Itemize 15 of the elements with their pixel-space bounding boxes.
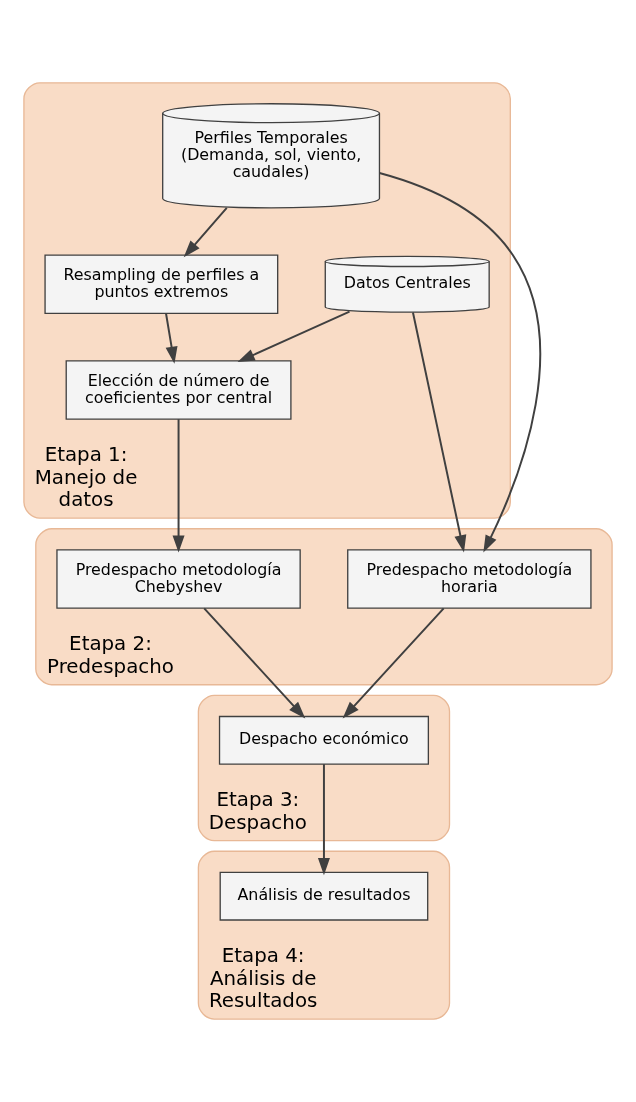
arrow	[183, 206, 228, 258]
node-box: Elección de número de coeficientes por central	[65, 360, 292, 420]
node-box: Predespacho metodología horaria	[347, 549, 592, 609]
arrow	[237, 310, 351, 363]
arrow	[172, 418, 185, 553]
node-box: Despacho económico	[218, 715, 430, 765]
arrow	[411, 311, 467, 553]
arrow	[378, 172, 542, 553]
arrow	[203, 607, 306, 719]
node-box: Análisis de resultados	[219, 871, 429, 921]
node-box: Resampling de perfiles a puntos extremos	[44, 254, 279, 314]
arrow	[342, 607, 445, 719]
node-box: Predespacho metodología Chebyshev	[56, 549, 301, 609]
arrow	[317, 763, 330, 876]
arrow	[165, 312, 178, 364]
